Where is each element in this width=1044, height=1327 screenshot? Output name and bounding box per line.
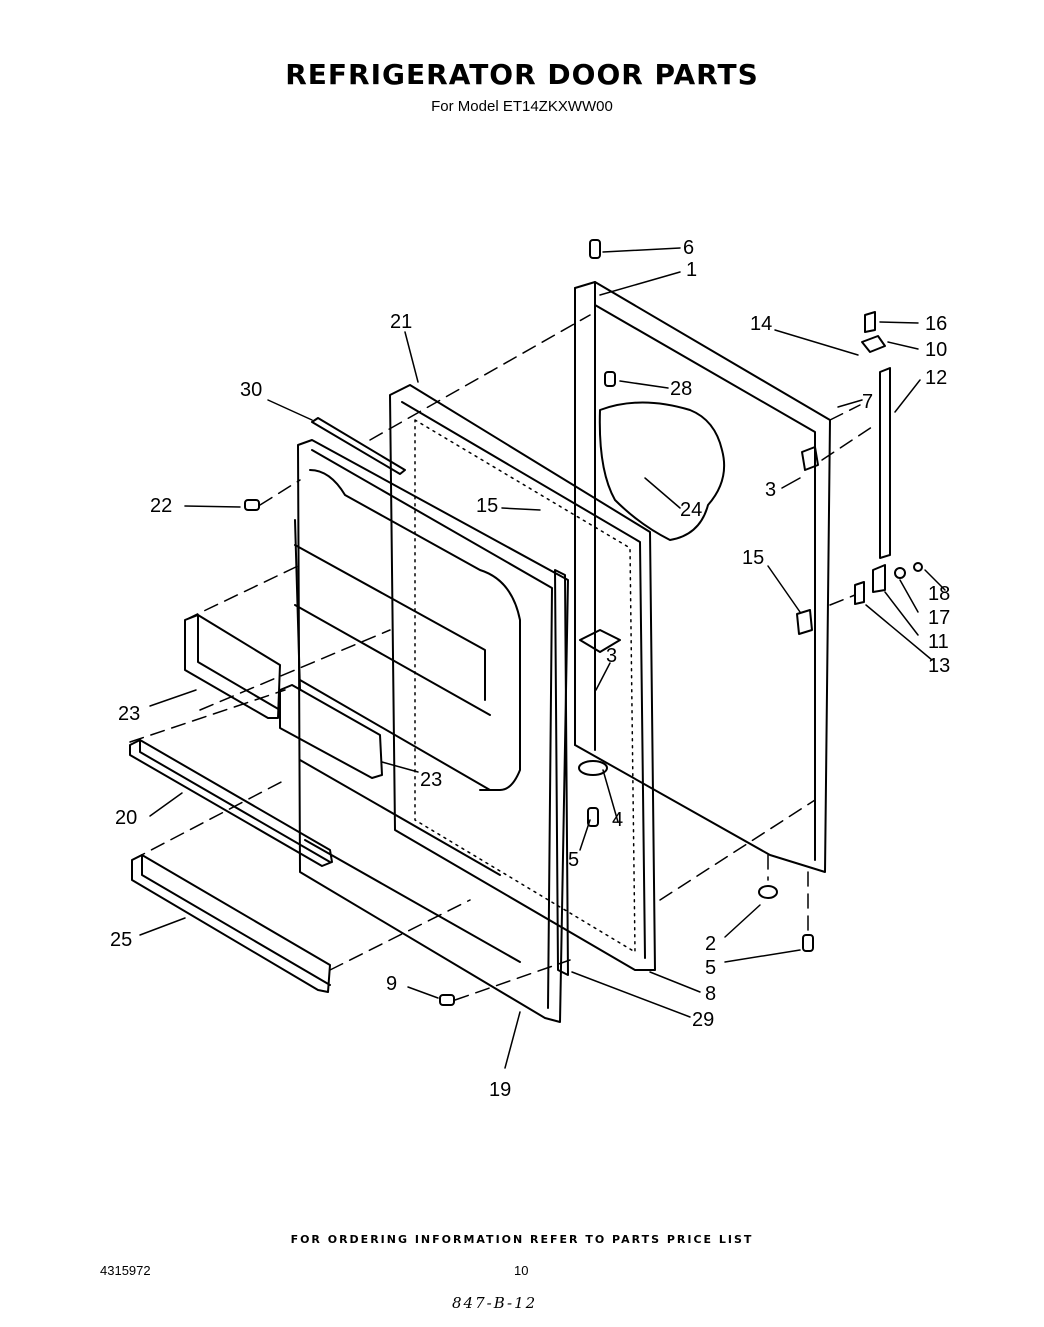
callout-22: 22 — [150, 495, 172, 517]
callout-8: 8 — [705, 983, 716, 1005]
shelf-front-middle — [279, 684, 383, 779]
callout-21: 21 — [390, 311, 412, 333]
callout-6: 6 — [683, 237, 694, 259]
inner-door-liner — [294, 439, 569, 1023]
hinge-assembly — [796, 311, 923, 635]
model-subtitle: For Model ET14ZKXWW00 — [431, 98, 613, 115]
callout-4: 4 — [612, 809, 623, 831]
callout-14: 14 — [750, 313, 772, 335]
door-bar — [131, 854, 331, 993]
callout-25: 25 — [110, 929, 132, 951]
callout-16: 16 — [925, 313, 947, 335]
page-title: REFRIGERATOR DOOR PARTS — [285, 58, 759, 91]
shelf-front-upper — [184, 614, 281, 719]
leader-lines — [139, 247, 946, 1069]
callout-23-left: 23 — [118, 703, 140, 725]
callout-9: 9 — [386, 973, 397, 995]
document-number: 4315972 — [100, 1263, 151, 1278]
fasteners — [244, 239, 814, 1006]
callout-15-right: 15 — [742, 547, 764, 569]
callout-3-lower: 3 — [606, 645, 617, 667]
door-trim-strip — [311, 417, 406, 475]
callout-5-right: 5 — [705, 957, 716, 979]
callout-7: 7 — [862, 391, 873, 413]
callout-11: 11 — [928, 631, 949, 653]
callout-30: 30 — [240, 379, 262, 401]
callout-5-center: 5 — [568, 849, 579, 871]
callout-29: 29 — [692, 1009, 714, 1031]
callout-2: 2 — [705, 933, 716, 955]
insulation-cutaway — [598, 401, 726, 541]
callout-17: 17 — [928, 607, 950, 629]
callout-19: 19 — [489, 1079, 511, 1101]
handwritten-note: 847-B-12 — [452, 1294, 538, 1312]
callout-28: 28 — [670, 378, 692, 400]
alignment-lines — [129, 314, 876, 1001]
page-number: 10 — [514, 1263, 529, 1278]
outer-door-panel — [574, 281, 831, 873]
callout-24: 24 — [680, 499, 702, 521]
callout-10: 10 — [925, 339, 947, 361]
callout-3-upper: 3 — [765, 479, 776, 501]
callout-20: 20 — [115, 807, 137, 829]
callout-23-center: 23 — [420, 769, 442, 791]
callout-12: 12 — [925, 367, 947, 389]
ordering-note: FOR ORDERING INFORMATION REFER TO PARTS … — [290, 1233, 754, 1246]
door-foam-liner — [389, 384, 656, 971]
callout-15-center: 15 — [476, 495, 498, 517]
callout-13: 13 — [928, 655, 950, 677]
door-rail — [129, 739, 333, 867]
callout-18: 18 — [928, 583, 950, 605]
door-gasket — [554, 569, 569, 976]
callout-1: 1 — [686, 259, 697, 281]
callout-labels: 6 1 16 10 12 14 7 21 28 30 3 24 22 15 15… — [110, 237, 950, 1101]
